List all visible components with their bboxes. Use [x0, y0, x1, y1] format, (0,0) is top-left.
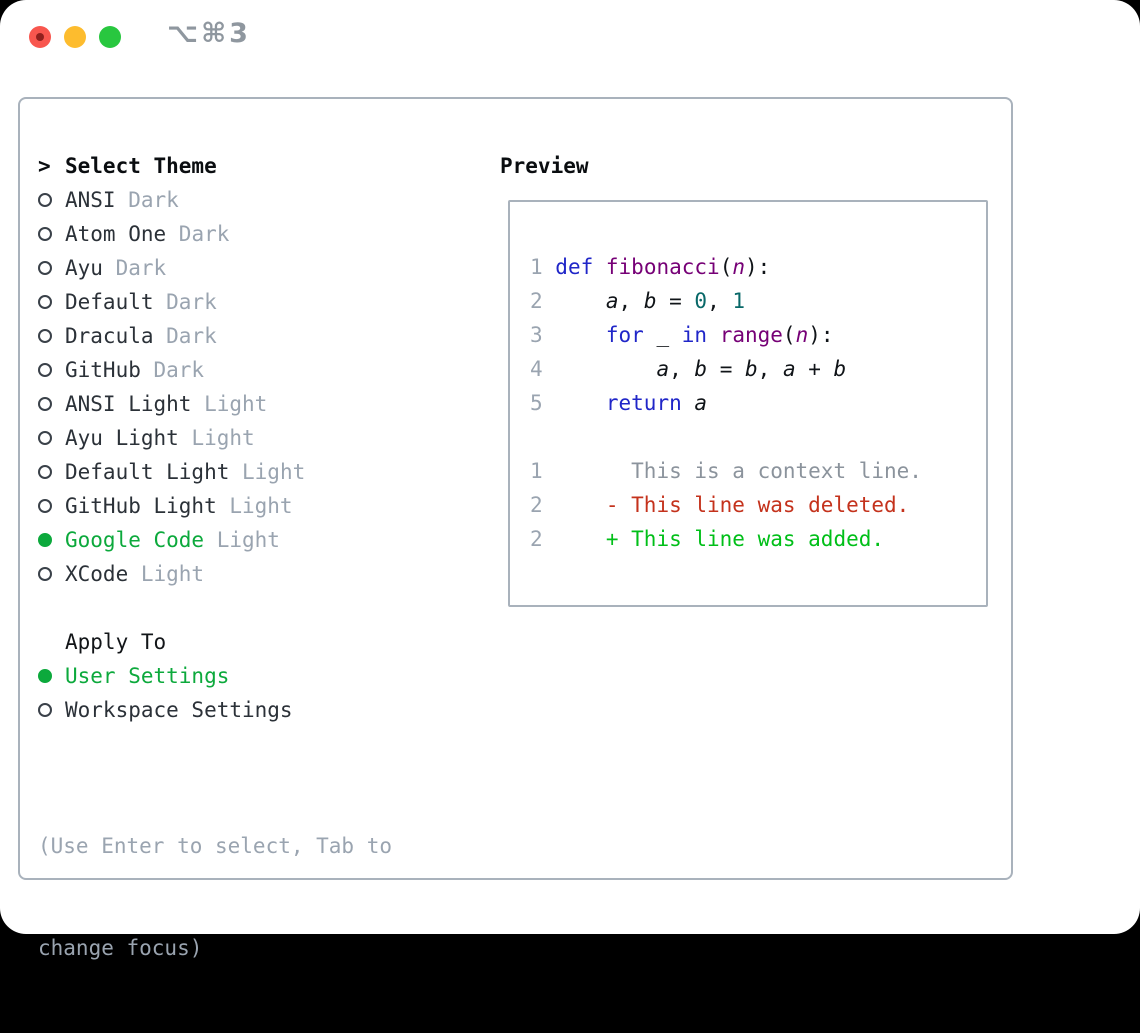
- preview-line: 3 for _ in range(n):: [530, 318, 986, 352]
- theme-variant-label: Light: [229, 460, 305, 484]
- select-theme-header: >Select Theme: [38, 149, 478, 183]
- theme-option-default-light-light[interactable]: Default Light Light: [38, 455, 478, 489]
- theme-option-github-light-light[interactable]: GitHub Light Light: [38, 489, 478, 523]
- radio-icon: [38, 295, 65, 309]
- option-label: Atom One: [65, 222, 166, 246]
- maximize-button[interactable]: [99, 26, 121, 48]
- theme-variant-label: Dark: [166, 222, 229, 246]
- theme-option-ansi-dark[interactable]: ANSI Dark: [38, 183, 478, 217]
- option-label: Ayu Light: [65, 426, 179, 450]
- theme-variant-label: Light: [128, 562, 204, 586]
- theme-option-ayu-dark[interactable]: Ayu Dark: [38, 251, 478, 285]
- theme-variant-label: Light: [191, 392, 267, 416]
- preview-line: 4 a, b = b, a + b: [530, 352, 986, 386]
- theme-option-dracula-dark[interactable]: Dracula Dark: [38, 319, 478, 353]
- preview-line: 1 This is a context line.: [530, 454, 986, 488]
- theme-option-atom-one-dark[interactable]: Atom One Dark: [38, 217, 478, 251]
- option-label: Workspace Settings: [65, 698, 293, 722]
- apply-option-user-settings[interactable]: User Settings: [38, 659, 478, 693]
- theme-option-ayu-light-light[interactable]: Ayu Light Light: [38, 421, 478, 455]
- prompt-caret-icon: >: [38, 154, 65, 178]
- apply-option-workspace-settings[interactable]: Workspace Settings: [38, 693, 478, 727]
- help-text: (Use Enter to select, Tab to change focu…: [38, 761, 478, 1033]
- option-label: XCode: [65, 562, 128, 586]
- radio-icon: [38, 499, 65, 513]
- help-line-1: (Use Enter to select, Tab to: [38, 829, 478, 863]
- radio-icon: [38, 329, 65, 343]
- option-label: ANSI: [65, 188, 116, 212]
- minimize-button[interactable]: [64, 26, 86, 48]
- select-theme-title: Select Theme: [65, 154, 217, 178]
- radio-selected-icon: [38, 669, 65, 683]
- apply-to-header: Apply To: [38, 625, 478, 659]
- theme-variant-label: Light: [217, 494, 293, 518]
- option-label: Google Code: [65, 528, 204, 552]
- preview-line: 1 def fibonacci(n):: [530, 250, 986, 284]
- close-dot-icon: [36, 33, 44, 41]
- preview-line: 2 + This line was added.: [530, 522, 986, 556]
- radio-icon: [38, 397, 65, 411]
- theme-variant-label: Dark: [141, 358, 204, 382]
- option-label: Default: [65, 290, 154, 314]
- close-button[interactable]: [29, 26, 51, 48]
- option-label: ANSI Light: [65, 392, 191, 416]
- option-label: User Settings: [65, 664, 229, 688]
- preview-line: [530, 420, 986, 454]
- theme-variant-label: Light: [204, 528, 280, 552]
- option-label: GitHub: [65, 358, 141, 382]
- theme-variant-label: Dark: [154, 324, 217, 348]
- option-label: Ayu: [65, 256, 103, 280]
- radio-icon: [38, 363, 65, 377]
- radio-icon: [38, 227, 65, 241]
- theme-option-google-code-light[interactable]: Google Code Light: [38, 523, 478, 557]
- radio-icon: [38, 261, 65, 275]
- window-shortcut-label: ⌥⌘3: [167, 18, 251, 49]
- option-label: Default Light: [65, 460, 229, 484]
- titlebar: [29, 26, 121, 48]
- radio-icon: [38, 465, 65, 479]
- radio-icon: [38, 567, 65, 581]
- theme-variant-label: Dark: [116, 188, 179, 212]
- option-label: Dracula: [65, 324, 154, 348]
- radio-icon: [38, 703, 65, 717]
- option-label: GitHub Light: [65, 494, 217, 518]
- preview-line: 2 a, b = 0, 1: [530, 284, 986, 318]
- radio-selected-icon: [38, 533, 65, 547]
- spacer: [38, 591, 478, 625]
- apply-to-title: Apply To: [65, 630, 166, 654]
- theme-variant-label: Light: [179, 426, 255, 450]
- help-line-2: change focus): [38, 931, 478, 965]
- theme-variant-label: Dark: [154, 290, 217, 314]
- radio-icon: [38, 193, 65, 207]
- radio-icon: [38, 431, 65, 445]
- theme-option-default-dark[interactable]: Default Dark: [38, 285, 478, 319]
- spacer: [38, 727, 478, 761]
- theme-option-ansi-light-light[interactable]: ANSI Light Light: [38, 387, 478, 421]
- preview-line: 5 return a: [530, 386, 986, 420]
- preview-line: 2 - This line was deleted.: [530, 488, 986, 522]
- preview-title: Preview: [500, 149, 589, 183]
- theme-option-xcode-light[interactable]: XCode Light: [38, 557, 478, 591]
- theme-variant-label: Dark: [103, 256, 166, 280]
- theme-option-github-dark[interactable]: GitHub Dark: [38, 353, 478, 387]
